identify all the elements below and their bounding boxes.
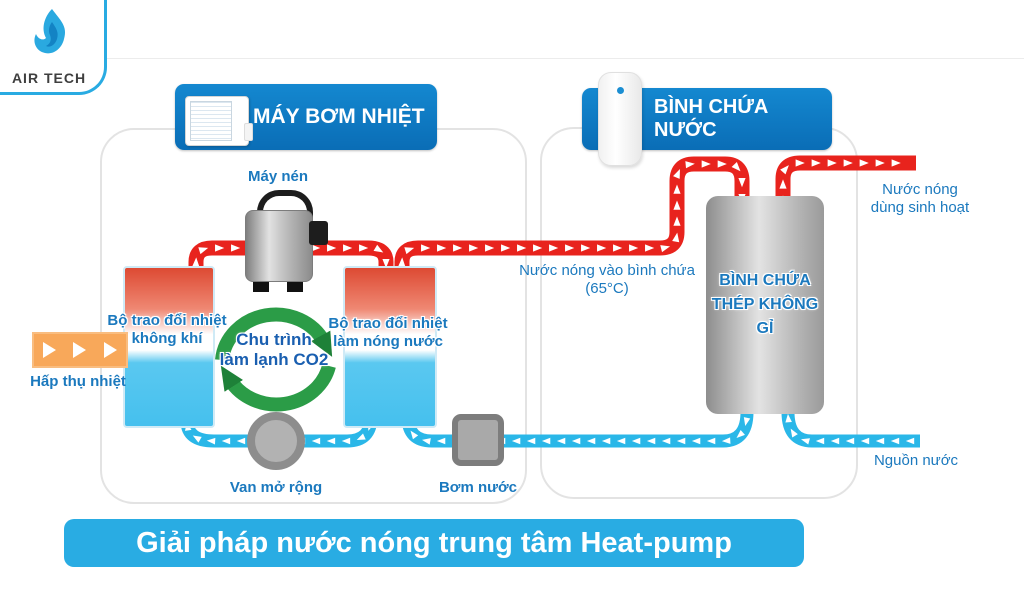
heat-pump-header-label: MÁY BƠM NHIỆT [253,105,425,128]
recycle-arrows-icon [215,307,336,412]
logo-text: AIR TECH [11,70,87,86]
compressor-foot [253,279,269,292]
title-banner-text: Giải pháp nước nóng trung tâm Heat-pump [136,526,732,559]
cold-pipe-source-to-tank [781,411,920,448]
hot-pipe-to-tank [394,156,750,272]
divider-line [104,58,1024,59]
arrow-right-icon [42,342,56,358]
hot-water-out-label: Nước nóng dùng sinh hoạt [870,181,970,216]
compressor-port [309,221,328,245]
expansion-valve-label: Van mở rộng [229,479,323,496]
tank-icon-dot [617,87,624,94]
heat-absorb-label: Hấp thụ nhiệt [30,373,126,390]
tank-header-label: BÌNH CHỨA NƯỚC [654,96,768,141]
compressor-handle [257,190,313,222]
storage-tank-label: BÌNH CHỨA THÉP KHÔNG GỈ [711,272,819,337]
airtech-logo: AIR TECH [0,0,107,95]
water-pump [452,414,504,466]
ac-grid-lines [190,101,232,141]
air-exchanger-label: Bộ trao đổi nhiệt không khí [107,312,227,347]
compressor [245,210,313,282]
compressor-label: Máy nén [247,168,308,185]
air-heat-exchanger [123,266,215,428]
expansion-valve [247,412,305,470]
water-source-label: Nguồn nước [873,452,959,469]
arrow-right-icon [104,342,118,358]
title-banner: Giải pháp nước nóng trung tâm Heat-pump [64,519,804,567]
compressor-foot [287,279,303,292]
arrow-right-icon [73,342,87,358]
ac-tab [244,123,253,141]
co2-cycle-label: Chu trình làm lạnh CO2 [219,330,329,369]
water-exchanger-label: Bộ trao đổi nhiệt làm nóng nước [328,315,448,350]
flame-icon [34,9,66,54]
water-heat-exchanger [343,266,437,428]
hot-water-in-label: Nước nóng vào bình chứa (65°C) [519,262,695,297]
storage-tank: BÌNH CHỨA THÉP KHÔNG GỈ [706,196,824,414]
air-conditioner-icon [185,96,253,146]
water-tank-icon [598,72,642,166]
water-pump-label: Bơm nước [438,479,518,496]
heat-absorb-arrows [32,332,128,368]
